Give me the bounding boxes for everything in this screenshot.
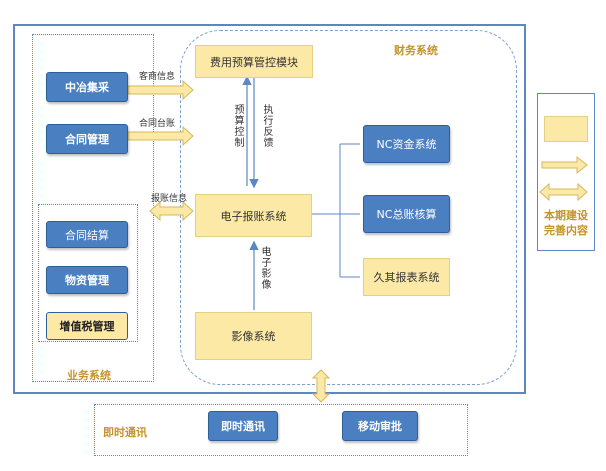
mobile-approval: 移动审批 xyxy=(342,411,418,441)
legend-arrow-double xyxy=(539,182,588,202)
legend-label: 本期建设完善内容 xyxy=(544,209,588,237)
arrow-contract-ledger xyxy=(127,125,194,147)
legend-frame xyxy=(537,93,595,251)
label-electronic-image: 电子影像 xyxy=(259,246,270,290)
imaging-system: 影像系统 xyxy=(195,312,312,360)
business-subgroup-frame xyxy=(38,204,138,342)
legend-arrow-single xyxy=(541,155,588,175)
mcc-procurement: 中冶集采 xyxy=(46,72,128,102)
im-title: 即时通讯 xyxy=(103,426,147,439)
label-contract-ledger: 合同台账 xyxy=(139,119,176,129)
budget-control-module: 费用预算管控模块 xyxy=(195,45,313,78)
arrow-reimbursement-info xyxy=(149,200,194,222)
contract-management: 合同管理 xyxy=(46,124,128,154)
legend-yellow-swatch xyxy=(544,116,588,142)
finance-system-title: 财务系统 xyxy=(394,44,438,57)
material-management: 物资管理 xyxy=(46,266,128,294)
label-reimbursement-info: 报账信息 xyxy=(151,194,188,204)
label-merchant-info: 客商信息 xyxy=(139,72,176,82)
contract-settlement: 合同结算 xyxy=(46,221,128,248)
instant-messaging: 即时通讯 xyxy=(208,411,278,441)
nc-ledger-accounting: NC总账核算 xyxy=(363,195,450,233)
nc-fund-system: NC资金系统 xyxy=(363,125,450,163)
label-execution-feedback: 执行反馈 xyxy=(261,104,272,148)
electronic-reimbursement-system: 电子报账系统 xyxy=(195,194,312,237)
arrow-merchant-info xyxy=(127,79,194,101)
business-system-title: 业务系统 xyxy=(67,369,111,382)
im-frame xyxy=(94,404,468,456)
arrow-im-link xyxy=(311,369,331,403)
outer-frame xyxy=(13,24,526,394)
jiuqi-report-system: 久其报表系统 xyxy=(363,258,450,296)
label-budget-control: 预算控制 xyxy=(232,104,243,148)
vat-management: 增值税管理 xyxy=(46,312,128,340)
